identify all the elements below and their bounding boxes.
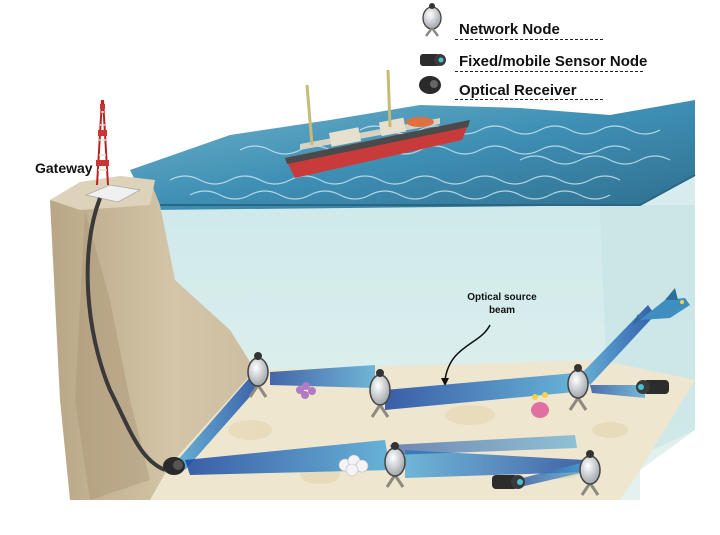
legend-network-node-label: Network Node: [459, 21, 560, 38]
beam-2: [270, 365, 375, 388]
beam-1: [176, 368, 262, 470]
coral-purple: [296, 382, 316, 399]
cliff-shadow: [75, 210, 150, 500]
beam-5: [405, 450, 585, 478]
beam-3: [385, 373, 575, 410]
sensor-node-1: [636, 380, 669, 394]
beam-4: [185, 440, 390, 475]
optical-beam-label: Optical source beam: [466, 291, 538, 317]
coral-white: [338, 454, 369, 477]
network-node-5: [579, 450, 601, 496]
beam-8: [515, 462, 585, 487]
optical-beam-label-line2: beam: [488, 305, 516, 316]
optical-beams: [176, 305, 655, 487]
network-node-3: [567, 364, 589, 411]
gateway-tower: [96, 99, 109, 186]
legend-optical-receiver-line: [455, 99, 603, 100]
beam-7: [590, 385, 645, 398]
network-node-2: [369, 369, 391, 418]
ship: [285, 69, 470, 178]
optical-receiver-icon: [419, 76, 441, 94]
beam-6: [580, 305, 655, 385]
cliff: [50, 178, 255, 500]
network-node-1: [247, 352, 269, 398]
optical-beam-label-line1: Optical source: [467, 292, 537, 303]
sensor-node-2: [492, 475, 525, 489]
gateway-label: Gateway: [35, 160, 93, 176]
legend-sensor-node-line: [455, 71, 643, 72]
coral-pink: [531, 392, 549, 418]
optical-beam-pointer-arrow: [441, 378, 449, 386]
legend-network-node-line: [455, 39, 603, 40]
gateway-platform: [84, 184, 142, 203]
legend-optical-receiver-label: Optical Receiver: [459, 82, 577, 99]
legend-sensor-node-label: Fixed/mobile Sensor Node: [459, 53, 648, 70]
optical-beam-pointer: [444, 324, 491, 381]
optical-receiver-node: [163, 457, 185, 475]
gateway-cable: [85, 197, 166, 472]
sensor-node-icon: [420, 54, 446, 66]
beam-9: [390, 435, 577, 455]
robotic-fish: [632, 288, 690, 326]
sea-front-edge: [150, 174, 696, 206]
sea-surface: [130, 100, 695, 210]
network-node-icon: [422, 3, 442, 37]
network-node-4: [384, 442, 406, 488]
